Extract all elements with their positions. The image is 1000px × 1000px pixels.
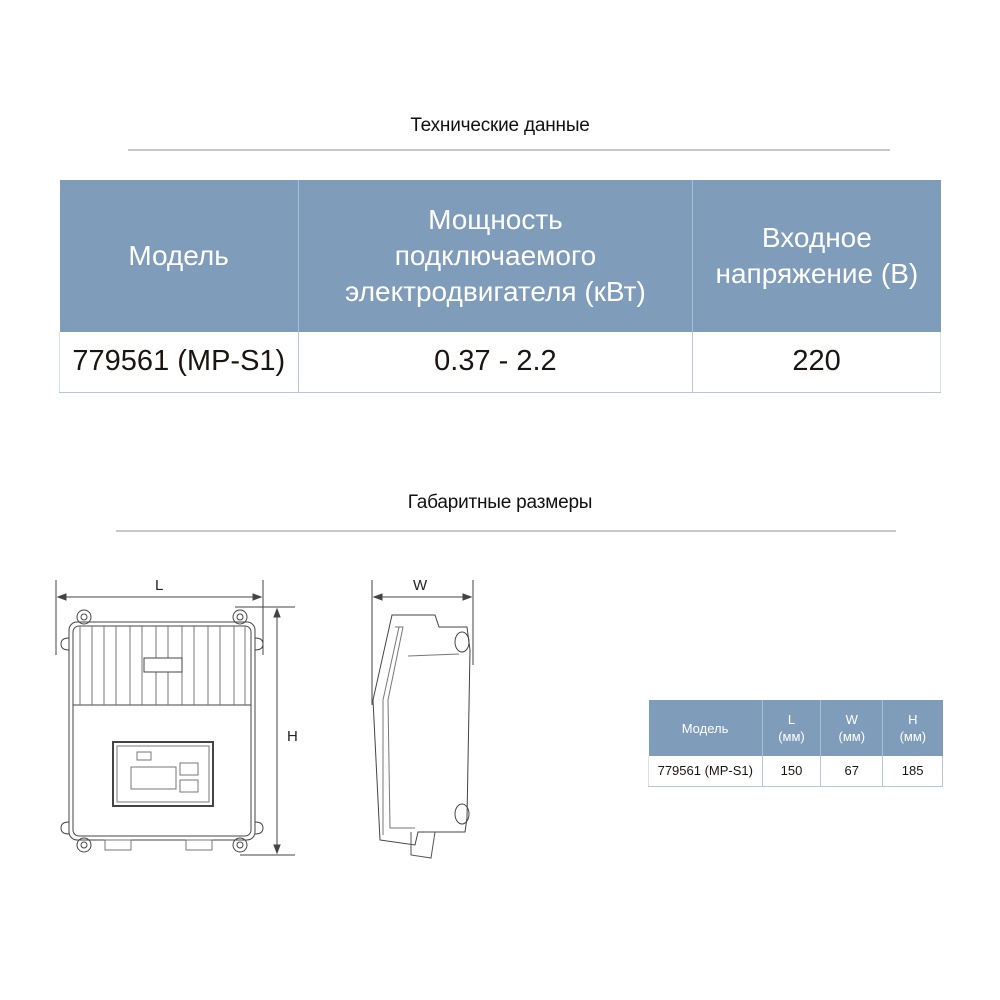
header-name: W	[845, 712, 858, 727]
dimensions-table: Модель L (мм) W (мм) H (мм) 779561 (MP-S…	[648, 700, 943, 787]
front-view-drawing	[55, 580, 295, 856]
header-unit: (мм)	[899, 729, 927, 744]
cell-model: 779561 (MP-S1)	[59, 332, 299, 393]
header-line: электродвигателя (кВт)	[345, 276, 646, 307]
dimensions-section-title: Габаритные размеры	[407, 492, 593, 513]
dim-header-width: W (мм)	[820, 700, 884, 756]
header-name: Модель	[681, 720, 729, 736]
cell-width: 67	[820, 756, 884, 787]
cell-model: 779561 (MP-S1)	[648, 756, 763, 787]
side-view-drawing	[371, 580, 474, 859]
cell-height: 185	[882, 756, 943, 787]
dim-header-length: L (мм)	[762, 700, 822, 756]
header-line: Мощность	[428, 204, 563, 235]
header-name: L	[787, 712, 796, 727]
header-unit: (мм)	[838, 729, 866, 744]
header-line: Модель	[128, 240, 229, 271]
cell-length: 150	[762, 756, 822, 787]
spec-table: Модель Мощность подключаемого электродви…	[59, 180, 941, 393]
header-line: подключаемого	[394, 240, 597, 271]
dimensions-section-divider	[116, 530, 896, 532]
header-line: Входное	[761, 222, 872, 253]
spec-header-model: Модель	[59, 180, 299, 332]
spec-header-voltage: Входное напряжение (В)	[692, 180, 941, 332]
cell-power: 0.37 - 2.2	[298, 332, 694, 393]
spec-table-header-row: Модель Мощность подключаемого электродви…	[59, 180, 941, 332]
dim-header-height: H (мм)	[882, 700, 943, 756]
dimension-label-height: H	[287, 728, 298, 745]
table-row: 779561 (MP-S1) 0.37 - 2.2 220	[59, 332, 941, 393]
dimensions-table-header-row: Модель L (мм) W (мм) H (мм)	[648, 700, 943, 756]
dim-header-model: Модель	[648, 700, 763, 756]
table-row: 779561 (MP-S1) 150 67 185	[648, 756, 943, 787]
cell-voltage: 220	[692, 332, 941, 393]
tech-section-title: Технические данные	[410, 115, 590, 136]
dimension-label-width: W	[413, 577, 428, 594]
header-name: H	[908, 712, 918, 727]
dimension-label-length: L	[155, 577, 164, 594]
header-unit: (мм)	[778, 729, 805, 744]
spec-header-power: Мощность подключаемого электродвигателя …	[298, 180, 694, 332]
tech-section-divider	[128, 149, 890, 151]
header-line: напряжение (В)	[715, 258, 919, 289]
